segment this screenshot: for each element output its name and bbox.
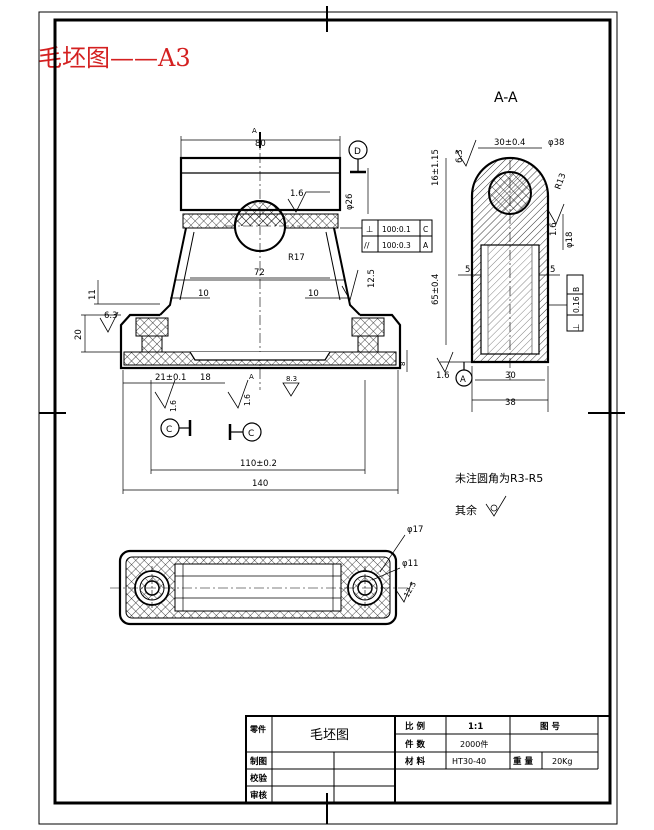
tb-qty-value: 2000件 [460,739,488,749]
rough-6-3-aa: 6.3 [455,149,465,163]
dim-18: 18 [200,373,211,383]
dim-r13: R13 [553,172,568,191]
inner-frame [53,18,612,805]
dim-phi38: φ38 [548,138,564,148]
rough-8-3: 8.3 [286,375,297,383]
tb-material-label: 材 料 [404,756,425,767]
perp-value: 0.16 [572,296,581,313]
tol-row1-symbol: ⊥ [366,225,373,235]
dim-10-right: 10 [308,289,319,299]
dim-5-right: 5 [550,265,555,275]
tol-row1-datum: C [423,225,428,234]
datum-a: A [460,375,466,385]
dim-8: 8 [399,362,407,366]
title-block [245,715,611,804]
perp-symbol: ⊥ [572,324,582,331]
rough-1-6-aa: 1.6 [549,222,559,236]
dim-phi17: φ17 [407,525,423,535]
rough-12-5: 12.5 [367,269,377,288]
tb-scale-value: 1:1 [468,722,483,732]
tb-qty-label: 件 数 [405,739,425,750]
dim-phi11: φ11 [402,559,418,569]
front-view [81,132,433,494]
dim-110: 110±0.2 [240,459,277,469]
dim-72: 72 [254,268,265,278]
datum-c-2: C [248,429,254,439]
dim-80: 80 [255,139,266,149]
rough-1-6: 1.6 [290,189,304,199]
rough-1-6-bottom: 1.6 [436,371,450,381]
dim-30-bottom: 30 [505,371,516,381]
dim-11: 11 [88,289,98,300]
section-label: A-A [494,90,518,106]
tb-review-label: 审核 [250,790,268,801]
tol-row2-datum: A [423,241,429,250]
tb-part-name: 毛坯图 [310,728,349,743]
dim-5-left: 5 [465,265,470,275]
dim-65: 65±0.4 [431,274,441,305]
tb-part-label: 零件 [249,724,266,734]
dim-38-bottom: 38 [505,398,516,408]
dim-20: 20 [74,329,84,340]
rough-12-5-top: 12.5 [402,580,418,599]
note-remaining: 其余 [455,503,477,517]
section-view-aa [436,139,584,412]
tol-row2-value: 100:0.3 [382,241,411,250]
centering-marks [39,6,625,824]
rough-c-2: 1.6 [243,394,252,406]
title-block-text: 零件 毛坯图 比 例 1:1 图 号 件 数 2000件 材 料 HT30-40… [249,721,573,801]
perp-datum: B [572,287,581,292]
rough-c-1: 1.6 [169,400,178,412]
tb-weight-value: 20Kg [552,757,573,766]
datum-d: D [354,147,361,157]
outer-frame [38,11,618,825]
dim-a-lower: A [249,373,254,381]
section-view-labels: A-A 30±0.4 φ38 φ18 16±1.15 65±0.4 6.3 1.… [431,90,582,408]
dim-140: 140 [252,479,268,489]
tb-scale-label: 比 例 [405,721,425,732]
datum-c-1: C [166,425,172,435]
tb-weight-label: 重 量 [513,756,533,767]
tb-check-label: 校验 [250,773,268,784]
dim-a-marker: A [252,127,257,135]
dim-21: 21±0.1 [155,373,186,383]
note-fillet: 未注圆角为R3-R5 [455,471,543,485]
tb-material-value: HT30-40 [452,757,486,766]
tol-row2-symbol: // [364,241,370,250]
dim-r17: R17 [288,253,305,263]
top-view [110,534,413,626]
tol-row1-value: 100:0.1 [382,225,411,234]
drawing-title: 毛坯图——A3 [38,44,191,72]
dim-10-left: 10 [198,289,209,299]
dim-phi18: φ18 [565,232,575,248]
tb-drawn-label: 制图 [250,756,267,767]
dim-30-top: 30±0.4 [494,138,525,148]
tb-drawing-no-label: 图 号 [540,722,560,732]
dim-phi26: φ26 [345,194,355,210]
dim-16: 16±1.15 [431,149,441,186]
front-view-labels: 80 A φ26 R17 72 10 10 11 20 1.6 6.3 12.5… [74,127,429,489]
notes: 未注圆角为R3-R5 其余 [455,471,543,517]
top-view-labels: φ17 φ11 12.5 [402,525,423,599]
rough-6-3: 6.3 [104,311,118,321]
